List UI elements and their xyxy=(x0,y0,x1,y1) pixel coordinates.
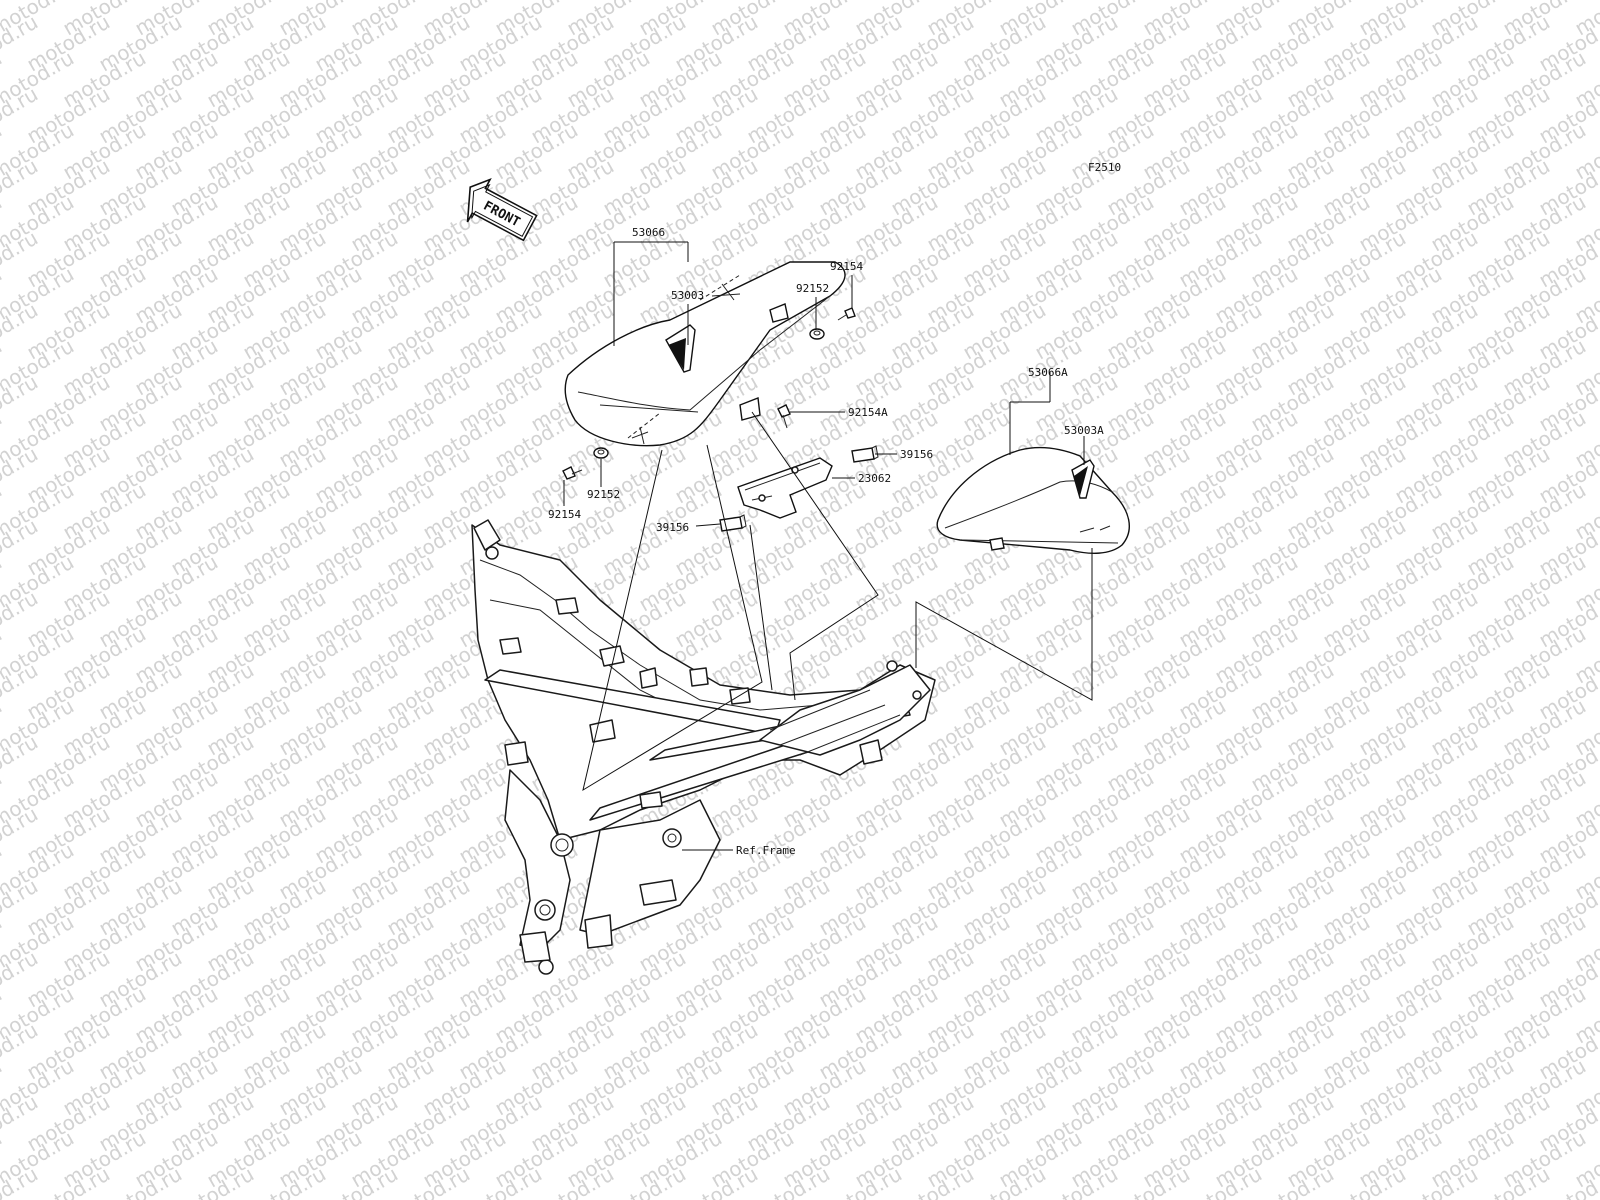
label-92154-left: 92154 xyxy=(548,508,581,521)
label-23062: 23062 xyxy=(858,472,891,485)
diagram-code: F2510 xyxy=(1088,161,1121,174)
collar-icon xyxy=(593,447,609,459)
label-92152-left: 92152 xyxy=(587,488,620,501)
label-92154-top: 92154 xyxy=(830,260,863,273)
label-92152-top: 92152 xyxy=(796,282,829,295)
label-39156-right: 39156 xyxy=(900,448,933,461)
label-39156-left: 39156 xyxy=(656,521,689,534)
label-53003a: 53003A xyxy=(1064,424,1104,437)
label-53003: 53003 xyxy=(671,289,704,302)
collar-icon xyxy=(809,328,825,340)
label-53066a: 53066A xyxy=(1028,366,1068,379)
label-53066: 53066 xyxy=(632,226,665,239)
label-ref-frame: Ref.Frame xyxy=(736,844,796,857)
bolt-icon xyxy=(837,307,856,321)
label-92154a: 92154A xyxy=(848,406,888,419)
